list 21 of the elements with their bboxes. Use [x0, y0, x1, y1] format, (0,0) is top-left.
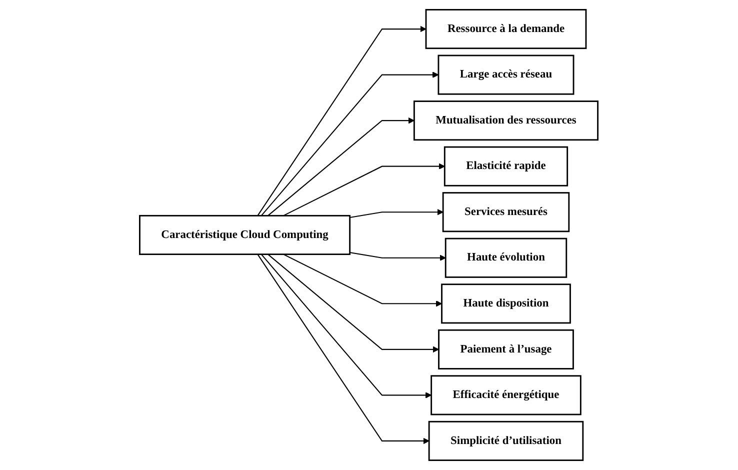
arrow — [283, 254, 442, 307]
node-box: Haute disposition — [441, 284, 572, 324]
arrow — [350, 208, 444, 218]
node-box: Paiement à l’usage — [438, 329, 574, 370]
node-box: Efficacité énergétique — [430, 375, 582, 416]
arrow — [261, 72, 439, 216]
node-box: Mutualisation des ressources — [414, 100, 599, 141]
arrow — [268, 254, 440, 353]
arrow — [283, 163, 446, 216]
node-box: Caractéristique Cloud Computing — [139, 214, 351, 256]
arrow — [350, 252, 446, 262]
arrow — [268, 117, 415, 216]
node-box: Elasticité rapide — [444, 146, 568, 186]
node-box: Ressource à la demande — [426, 9, 587, 50]
node-box: Haute évolution — [445, 238, 568, 278]
node-box: Large accès réseau — [438, 54, 574, 95]
node-box: Simplicité d’utilisation — [428, 420, 584, 461]
arrow — [261, 254, 432, 398]
node-box: Services mesurés — [442, 192, 570, 232]
arrow — [257, 254, 430, 444]
arrow — [257, 26, 427, 216]
